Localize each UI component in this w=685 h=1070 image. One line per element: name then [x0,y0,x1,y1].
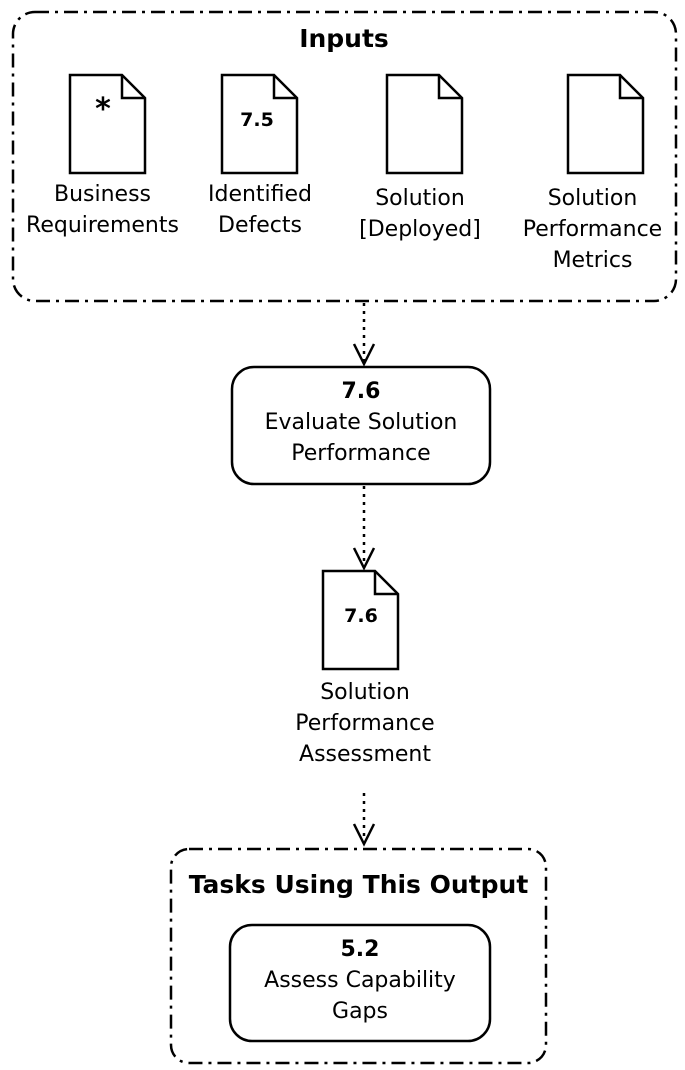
tasks-using-output-title: Tasks Using This Output [188,870,529,899]
document-icon-solution-deployed [385,73,464,175]
document-icon-business-requirements [68,73,147,175]
task-box-7-6 [230,365,492,486]
doc-mark-identified-defects: 7.5 [240,109,274,131]
label-line: Solution [320,680,410,705]
task-name-line: Evaluate Solution [264,410,458,435]
task-name-line: Gaps [332,999,388,1024]
tasks-using-output-title-bg [184,868,534,904]
output-label: Solution Performance Assessment [270,677,460,770]
document-icon-solution-performance-metrics [566,73,645,175]
label-line: Business [53,182,151,207]
inputs-title: Inputs [299,24,389,53]
label-line: Assessment [299,742,431,767]
arrow-task-to-output [352,486,376,571]
label-line: Metrics [552,248,633,273]
doc-mark-output: 7.6 [344,605,378,627]
arrow-inputs-to-task [352,303,376,367]
tasks-using-output-container [169,847,548,1065]
document-icon-output [321,569,400,671]
label-line: Solution [547,186,638,211]
task-5-2-text: 5.2 Assess Capability Gaps [230,934,490,1027]
task-number: 7.6 [341,379,381,404]
arrow-output-to-tasks [352,793,376,847]
label-line: Defects [218,213,302,238]
doc-mark-business-requirements: * [95,92,111,127]
task-box-5-2 [228,923,492,1043]
input-label-solution-deployed: Solution [Deployed] [345,183,495,245]
inputs-container [11,10,678,303]
document-icon-identified-defects [220,73,299,175]
label-line: [Deployed] [359,217,481,242]
input-label-business-requirements: Business Requirements [15,179,190,241]
task-number: 5.2 [340,937,380,962]
task-name-line: Performance [291,441,431,466]
label-line: Performance [522,217,663,242]
label-line: Performance [295,711,435,736]
input-label-identified-defects: Identified Defects [195,179,325,241]
label-line: Identified [207,182,313,207]
task-7-6-text: 7.6 Evaluate Solution Performance [232,376,490,469]
label-line: Solution [375,186,465,211]
task-name-line: Assess Capability [264,968,456,993]
label-line: Requirements [26,213,179,238]
input-label-solution-performance-metrics: Solution Performance Metrics [510,183,675,276]
